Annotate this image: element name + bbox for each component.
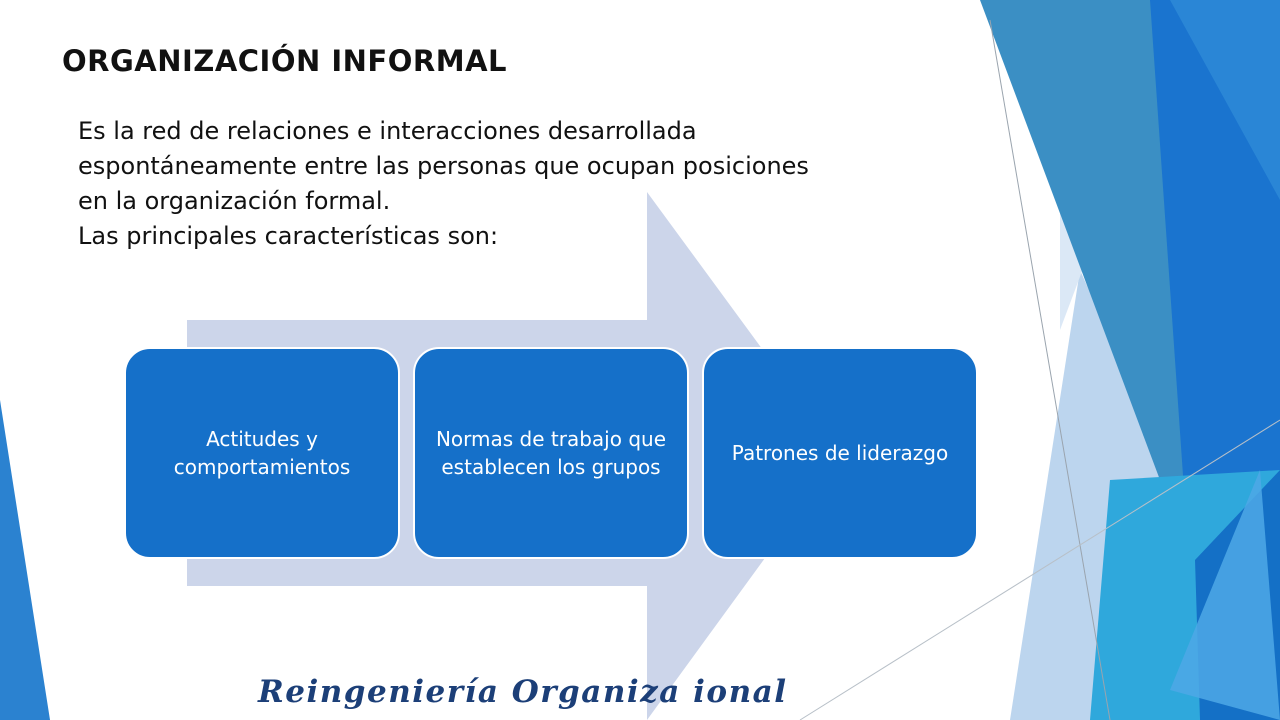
right-accent-teal — [980, 0, 1190, 560]
body-line: Las principales características son: — [78, 222, 499, 250]
body-line: Es la red de relaciones e interacciones … — [78, 117, 697, 145]
right-accent-sky — [1170, 470, 1280, 720]
diagram-box-leadership: Patrones de liderazgo — [702, 347, 978, 559]
diagram-box-work-norms: Normas de trabajo que establecen los gru… — [413, 347, 689, 559]
diagram-box-label: Actitudes y comportamientos — [173, 427, 351, 479]
slide-body-text: Es la red de relaciones e interacciones … — [78, 114, 978, 254]
body-line: espontáneamente entre las personas que o… — [78, 152, 809, 180]
decor-line-2 — [799, 419, 1280, 720]
diagram-box-label: Normas de trabajo que establecen los gru… — [435, 427, 667, 479]
right-accent-mid — [1170, 0, 1280, 200]
diagram-box-attitudes: Actitudes y comportamientos — [124, 347, 400, 559]
slide-title: ORGANIZACIÓN INFORMAL — [62, 44, 507, 78]
left-accent-shape — [0, 400, 50, 720]
body-line: en la organización formal. — [78, 187, 391, 215]
decor-line-1 — [989, 19, 1111, 720]
footer-course-title: Reingeniería Organiza ional — [258, 674, 788, 710]
diagram-box-label: Patrones de liderazgo — [731, 441, 949, 465]
